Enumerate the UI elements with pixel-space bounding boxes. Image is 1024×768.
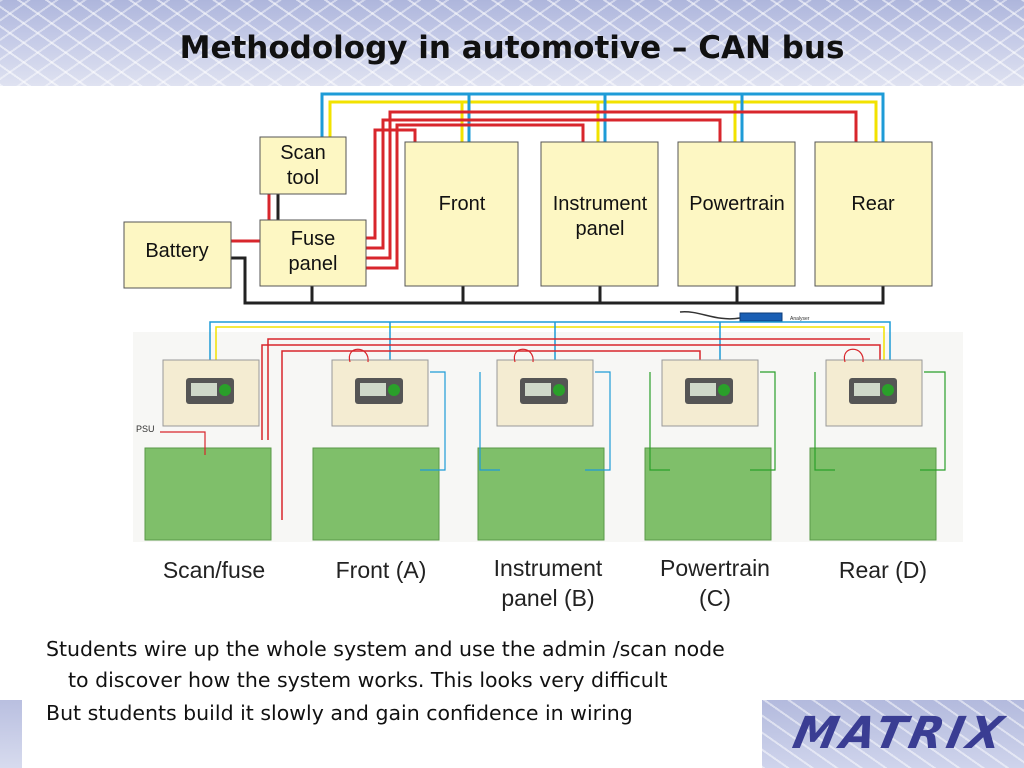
photo-label-instrument-panel: Instrument (494, 555, 603, 581)
power-wires (231, 110, 858, 270)
fuse-panel-box: Fuse panel (259, 219, 367, 287)
board-scan-fuse (144, 359, 272, 541)
board-powertrain (644, 359, 772, 541)
slide-title: Methodology in automotive – CAN bus (179, 30, 845, 66)
svg-text:panel: panel (576, 218, 625, 240)
svg-text:Scan: Scan (280, 142, 326, 164)
svg-text:Analyser: Analyser (790, 316, 810, 322)
photo-label-scan-fuse: Scan/fuse (163, 557, 265, 583)
board-rear (809, 359, 937, 541)
svg-text:PSU: PSU (136, 424, 155, 434)
photo-labels: Scan/fuse Front (A) Instrument panel (B)… (163, 555, 927, 611)
bullet-item: Students wire up the whole system and us… (46, 637, 725, 692)
photo-label-rear: Rear (D) (839, 557, 927, 583)
photo-label-front: Front (A) (336, 557, 427, 583)
header-band (0, 0, 1024, 86)
analyzer-dongle: Analyser (679, 311, 810, 322)
svg-text:Instrument: Instrument (553, 193, 648, 215)
ground-wires (231, 194, 885, 305)
logo-band (762, 700, 1024, 768)
svg-text:tool: tool (287, 167, 319, 189)
board-front (312, 359, 440, 541)
bullet-list: Students wire up the whole system and us… (46, 634, 746, 731)
photo-label-powertrain-2: (C) (699, 585, 731, 611)
instrument-panel-box: Instrument panel (540, 141, 659, 287)
svg-text:Battery: Battery (145, 240, 208, 262)
board-photo-area: PSU (133, 321, 963, 542)
photo-label-instrument-panel-2: panel (B) (501, 585, 594, 611)
footer-band-left (0, 700, 22, 768)
svg-text:panel: panel (289, 253, 338, 275)
powertrain-box: Powertrain (677, 141, 796, 287)
board-instrument-panel (477, 359, 605, 541)
front-box: Front (404, 141, 519, 287)
bullet-item: But students build it slowly and gain co… (46, 701, 633, 725)
scan-tool-box: Scan tool (259, 136, 347, 195)
matrix-logo: MATRIX (788, 708, 1012, 759)
svg-text:Front: Front (439, 193, 486, 215)
svg-text:Fuse: Fuse (291, 228, 335, 250)
photo-label-powertrain: Powertrain (660, 555, 770, 581)
svg-text:Rear: Rear (851, 193, 895, 215)
can-bus-wires (320, 92, 885, 142)
rear-box: Rear (814, 141, 933, 287)
battery-box: Battery (123, 221, 232, 289)
svg-text:Powertrain: Powertrain (689, 193, 785, 215)
